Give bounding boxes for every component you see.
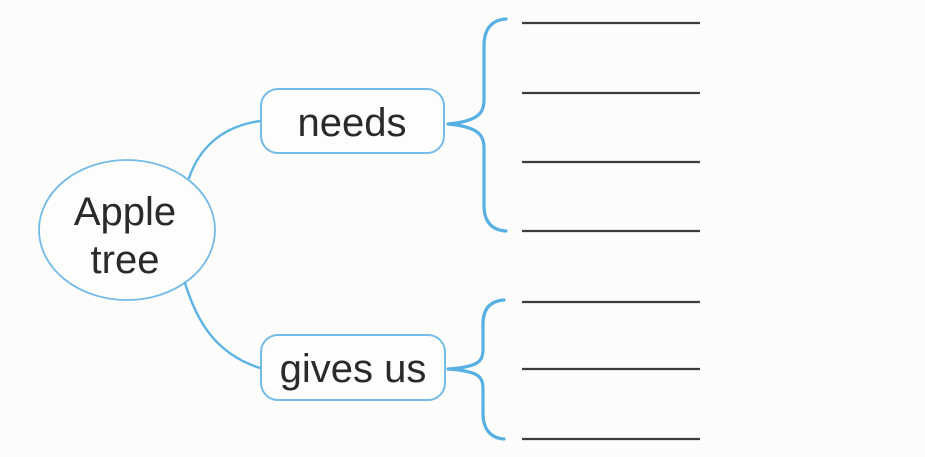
gives-us-brace [446, 298, 506, 441]
gives-us-blank-lines [522, 300, 700, 441]
root-node-label-line2: tree [91, 238, 160, 282]
connector-root-to-needs [187, 119, 262, 180]
connector-root-to-gives-us [183, 281, 262, 370]
needs-node-label: needs [298, 101, 407, 145]
needs-node-box [260, 88, 445, 154]
root-node-circle [38, 159, 216, 301]
root-node-label-line1: Apple [74, 190, 176, 234]
needs-brace [446, 17, 508, 233]
gives-us-node-box [260, 334, 446, 401]
gives-us-node-label: gives us [280, 347, 427, 391]
needs-blank-lines [522, 21, 700, 233]
